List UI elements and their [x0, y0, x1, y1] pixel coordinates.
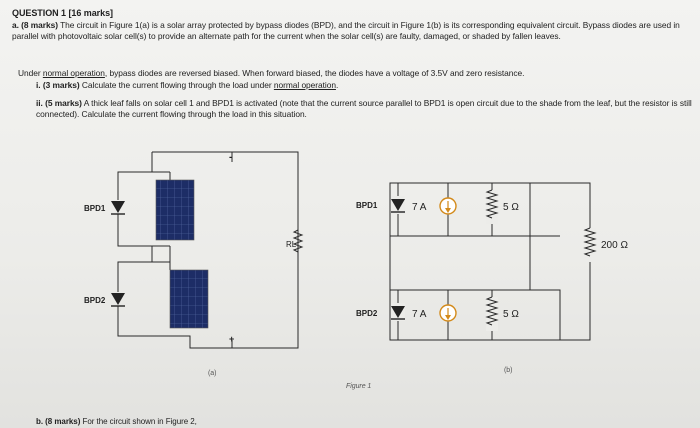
- item-i-prefix: Calculate the current flowing through th…: [81, 80, 272, 90]
- resistor-5ohm-lower-icon: [485, 296, 499, 331]
- bpd2-diode-icon: [111, 293, 125, 307]
- item-i-link: normal operation: [273, 80, 336, 90]
- part-a-text: The circuit in Figure 1(a) is a solar ar…: [12, 20, 680, 41]
- under-suffix: , bypass diodes are reversed biased. Whe…: [104, 68, 525, 78]
- figure-b-circuit: [389, 182, 591, 341]
- figure-a-circuit: [117, 151, 299, 349]
- figure-a-outer-wire: [152, 151, 299, 349]
- part-a-label: a. (8 marks): [12, 20, 58, 30]
- part-b-line: b. (8 marks) For the circuit shown in Fi…: [36, 416, 197, 427]
- solar-panel-1-icon: [155, 179, 195, 241]
- load-resistor-rl-icon: [292, 229, 304, 253]
- cell2-bypass-loop: [117, 246, 232, 349]
- fig-b-load-label: 200 Ω: [601, 240, 628, 251]
- resistor-5ohm-upper-icon: [485, 189, 499, 224]
- bpd1-diode-icon: [111, 201, 125, 215]
- resistor-200ohm-load-icon: [583, 227, 597, 262]
- figure-a-label: (a): [208, 370, 217, 377]
- fig-b-source2-label: 7 A: [412, 309, 427, 320]
- part-b-text: For the circuit shown in Figure 2,: [82, 417, 197, 426]
- item-i-label: i. (3 marks): [36, 80, 80, 90]
- figure-b-outer-loop: [389, 182, 591, 341]
- part-a-paragraph: a. (8 marks) The circuit in Figure 1(a) …: [12, 20, 690, 42]
- fig-a-plus-label: +: [229, 334, 234, 344]
- solar-panel-2-icon: [169, 269, 209, 329]
- lower-block-wire: [390, 289, 561, 340]
- item-ii: ii. (5 marks) A thick leaf falls on sola…: [36, 98, 696, 120]
- fig-b-bpd2-label: BPD2: [356, 309, 378, 318]
- fig-b-r1-label: 5 Ω: [503, 202, 519, 213]
- normal-operation-link: normal operation: [42, 68, 105, 78]
- current-source-1-icon: [439, 197, 457, 215]
- fig-a-minus-label: -: [229, 152, 232, 163]
- normal-operation-paragraph: Under normal operation, bypass diodes ar…: [18, 68, 524, 79]
- figure-caption: Figure 1: [346, 383, 372, 390]
- upper-block-wire: [389, 183, 560, 237]
- fig-a-bpd2-label: BPD2: [84, 296, 106, 305]
- cell1-bypass-loop: [117, 152, 153, 262]
- item-ii-text: A thick leaf falls on solar cell 1 and B…: [36, 98, 692, 119]
- item-i: i. (3 marks) Calculate the current flowi…: [36, 80, 338, 91]
- item-ii-label: ii. (5 marks): [36, 98, 82, 108]
- fig-a-bpd1-label: BPD1: [84, 204, 106, 213]
- bpd1-eq-diode-icon: [391, 196, 405, 214]
- fig-b-bpd1-label: BPD1: [356, 201, 378, 210]
- under-prefix: Under: [18, 68, 41, 78]
- part-b-label: b. (8 marks): [36, 417, 81, 426]
- fig-b-source1-label: 7 A: [412, 202, 427, 213]
- figure-b-label: (b): [504, 367, 513, 374]
- fig-a-load-label: RL: [286, 240, 297, 249]
- item-i-end: .: [335, 80, 339, 90]
- fig-b-r2-label: 5 Ω: [503, 309, 519, 320]
- question-title: QUESTION 1 [16 marks]: [12, 8, 113, 18]
- bpd2-eq-diode-icon: [391, 303, 405, 321]
- current-source-2-icon: [439, 304, 457, 322]
